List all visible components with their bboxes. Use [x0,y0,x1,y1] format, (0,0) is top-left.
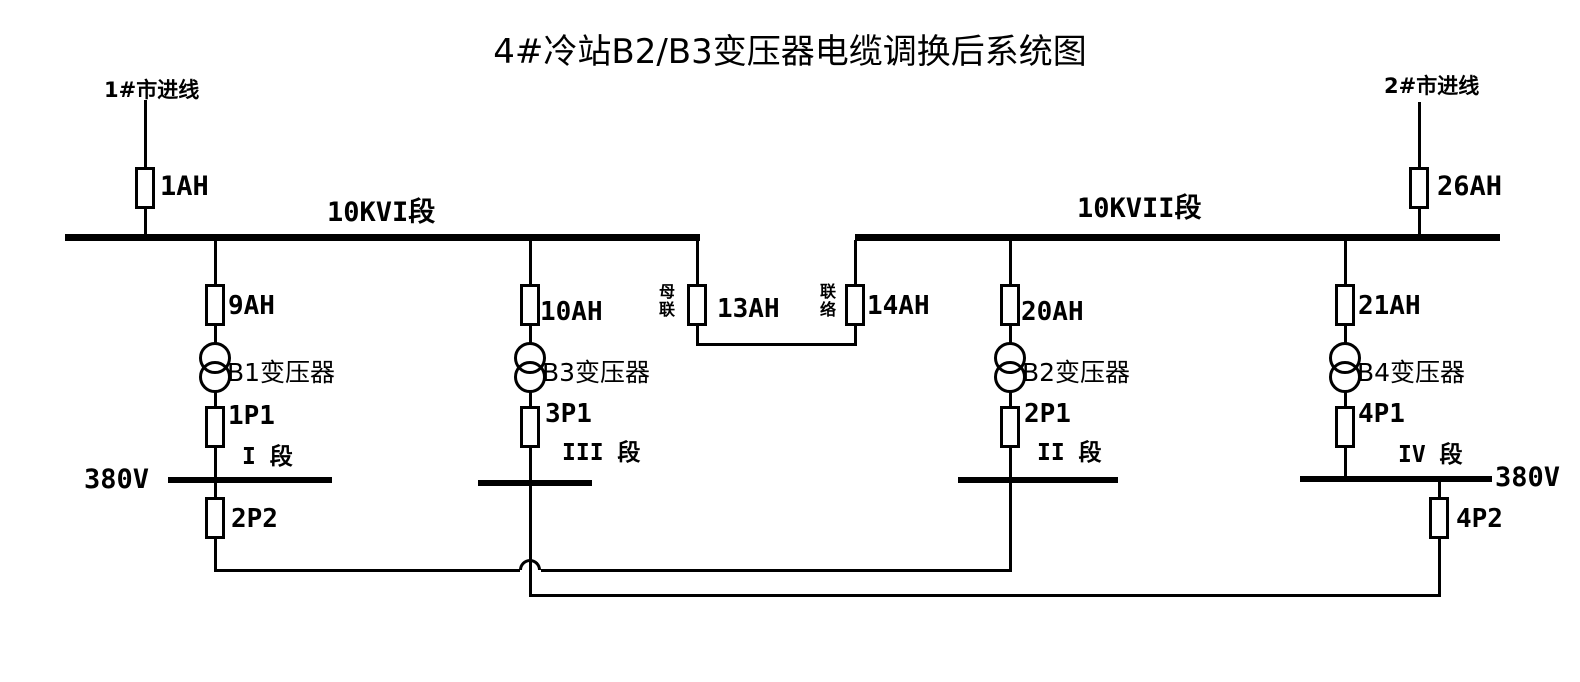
breaker-10AH-symbol [520,284,540,326]
incoming-1-label: 1#市进线 [104,78,200,102]
bustie-left-tag: 母联 [659,282,676,320]
breaker-14AH-label: 14AH [867,291,930,321]
breaker-13AH-label: 13AH [717,294,780,324]
bustie-right-tag: 联络 [820,282,837,320]
breaker-20AH-label: 20AH [1021,297,1084,327]
bus-380v-section-I [168,477,332,483]
section-I-label: I 段 [242,444,293,470]
bus-10kv-section1 [65,234,700,241]
breaker-1AH-symbol [135,167,155,209]
bus-380v-section-III [478,480,592,486]
wire-lv-tie1-left [214,569,520,572]
breaker-2P1-symbol [1000,406,1020,448]
wire-lv-tie2-riser [529,486,532,597]
wire-lv-tie2-horizontal [529,594,1441,597]
section-IV-label: IV 段 [1398,442,1463,468]
transformer-B4-label: B4变压器 [1357,358,1466,387]
breaker-4P1-symbol [1335,406,1355,448]
breaker-3P1-label: 3P1 [545,399,592,429]
transformer-B1-symbol [199,361,231,393]
breaker-26AH-symbol [1409,167,1429,209]
breaker-3P1-symbol [520,406,540,448]
voltage-380v-left-label: 380V [84,464,150,495]
breaker-21AH-label: 21AH [1358,291,1421,321]
diagram-title: 4#冷站B2/B3变压器电缆调换后系统图 [493,32,1087,72]
wire-bustie-horizontal [696,343,857,346]
transformer-B2-symbol [994,361,1026,393]
breaker-4P1-label: 4P1 [1358,399,1405,429]
section-III-label: III 段 [562,440,641,466]
breaker-10AH-label: 10AH [540,297,603,327]
bus-10kv-section2 [855,234,1500,241]
breaker-21AH-symbol [1335,284,1355,326]
breaker-9AH-label: 9AH [228,291,275,321]
incoming-2-label: 2#市进线 [1384,74,1480,98]
breaker-1AH-label: 1AH [160,171,209,202]
breaker-4P2-label: 4P2 [1456,504,1503,534]
transformer-B1-label: B1变压器 [227,358,336,387]
breaker-2P2-label: 2P2 [231,504,278,534]
wire-4P2-drop [1438,482,1441,597]
breaker-20AH-symbol [1000,284,1020,326]
breaker-2P2-symbol [205,497,225,539]
breaker-2P1-label: 2P1 [1024,399,1071,429]
breaker-13AH-symbol [687,284,707,326]
breaker-9AH-symbol [205,284,225,326]
transformer-B3-symbol [514,361,546,393]
transformer-B4-symbol [1329,361,1361,393]
breaker-4P2-symbol [1429,497,1449,539]
wire-lv-tie1-right [541,569,1012,572]
bus-10kv-section1-label: 10KVI段 [327,197,436,228]
wire-lv-tie1-riser [1009,483,1012,572]
transformer-B2-label: B2变压器 [1022,358,1131,387]
bus-10kv-section2-label: 10KVII段 [1077,193,1202,224]
breaker-14AH-symbol [845,284,865,326]
bus-380v-section-II [958,477,1118,483]
section-II-label: II 段 [1037,440,1102,466]
transformer-B3-label: B3变压器 [542,358,651,387]
breaker-1P1-label: 1P1 [228,401,275,431]
breaker-1P1-symbol [205,406,225,448]
voltage-380v-right-label: 380V [1495,462,1561,493]
bus-380v-section-IV [1300,476,1492,482]
breaker-26AH-label: 26AH [1437,171,1503,202]
